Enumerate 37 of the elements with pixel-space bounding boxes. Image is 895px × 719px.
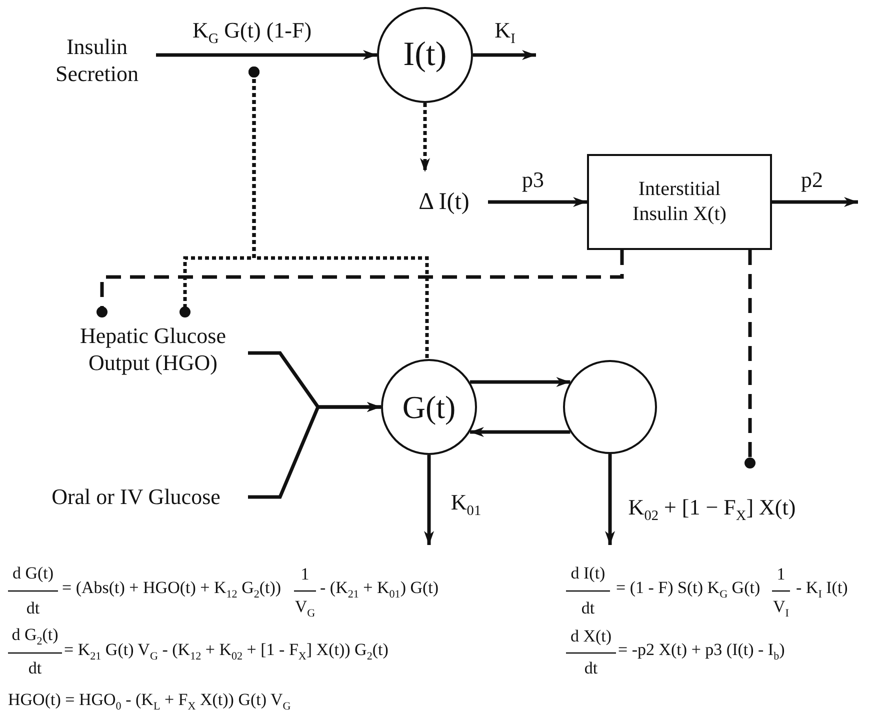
arrow <box>248 402 381 499</box>
arrow <box>470 427 570 437</box>
equation-text: d I(t) <box>570 564 606 584</box>
arrow <box>488 197 587 207</box>
flux-arrow <box>473 50 536 60</box>
equation-text: V$_{I}$ <box>773 598 789 620</box>
equation-text: 1 <box>300 566 310 584</box>
arrow <box>156 50 377 60</box>
equation-text: d G(t) <box>12 564 54 584</box>
node-text: Interstitial Insulin X(t) <box>632 177 728 227</box>
equation-text: - K$_{I}$ I(t) <box>796 579 848 601</box>
equation-text: V$_{G}$ <box>294 598 316 620</box>
equation-text: = (Abs(t) + HGO(t) + K$_{12}$ G$_{2}$(t)) <box>62 579 282 601</box>
equation-text: d X(t) <box>570 628 612 646</box>
node-text: Hepatic Glucose Output (HGO) <box>58 322 248 376</box>
equation-text: 1 <box>776 566 786 584</box>
equation-text: dt <box>28 660 42 678</box>
equation-text: d G$_{2}$(t) <box>12 626 58 648</box>
node-text: G(t) <box>402 388 456 427</box>
node-text: Oral or IV Glucose <box>52 483 220 511</box>
equation-text: dt <box>584 660 598 678</box>
flux-arrow <box>772 197 858 207</box>
equation-text: = K$_{21}$ G(t) V$_{G}$ - (K$_{12}$ + K$_{02}$ + [1 - F$_{X}$] X(t)) G$_{2}$(t) <box>64 641 388 663</box>
arrow <box>420 103 430 172</box>
equation-text: HGO(t) = HGO$_{0}$ - (K$_{L}$ + F$_{X}$ X(t)) G(t) V$_{G}$ <box>8 691 291 713</box>
equation-text: dt <box>26 600 40 618</box>
arrow <box>470 377 570 387</box>
equation-text: - (K$_{21}$ + K$_{01}$) G(t) <box>320 579 439 601</box>
compartment-box <box>587 154 772 250</box>
equation-text: = -p2 X(t) + p3 (I(t) - I$_{b}$) <box>618 641 785 663</box>
node-text: Δ I(t) <box>418 187 470 217</box>
equation-text: = (1 - F) S(t) K$_{G}$ G(t) <box>616 579 760 601</box>
equation-text: dt <box>581 600 595 618</box>
node-text: I(t) <box>403 34 447 75</box>
node-text: Insulin Secretion <box>38 32 156 88</box>
flux-arrow <box>605 454 615 545</box>
flux-arrow <box>424 455 434 545</box>
